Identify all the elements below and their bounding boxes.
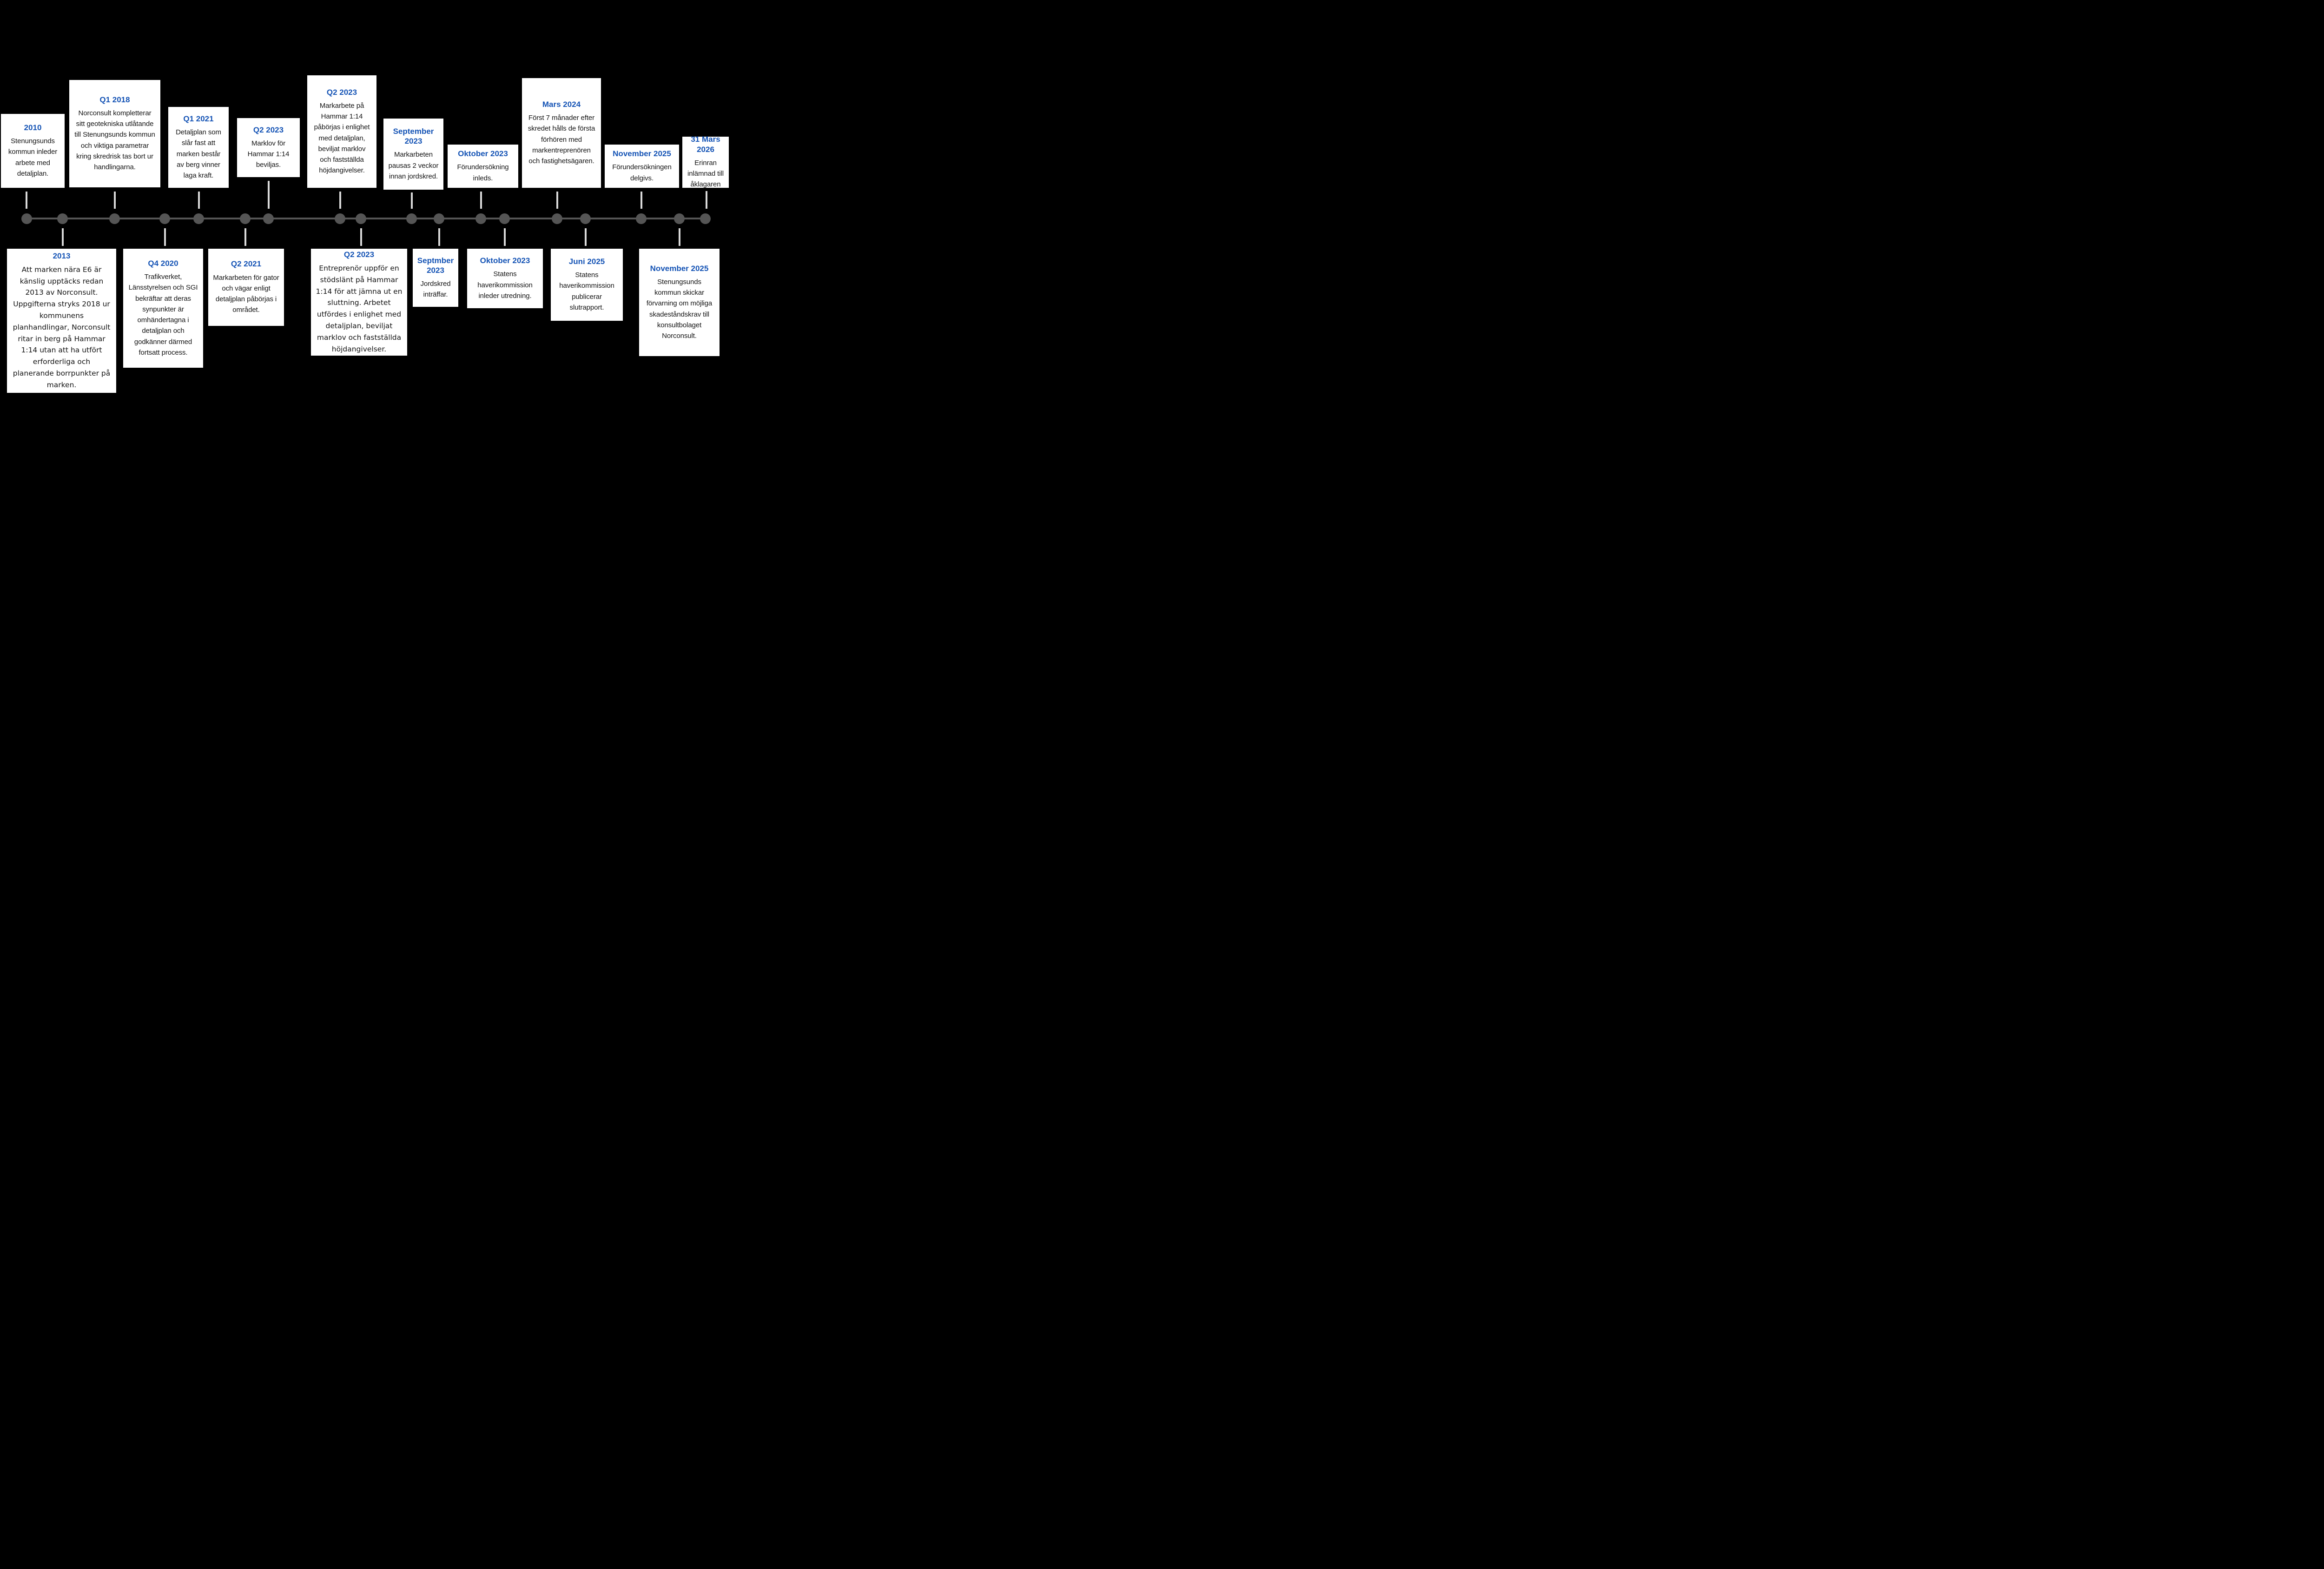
event-box-q1-2018: Q1 2018 Norconsult kompletterar sitt geo… bbox=[69, 80, 160, 187]
connector-line bbox=[339, 192, 341, 209]
event-date: 2013 bbox=[53, 251, 71, 260]
timeline-dot bbox=[552, 213, 562, 224]
event-box-q2-2023-entreprenor: Q2 2023 Entreprenör uppför en stödslänt … bbox=[311, 249, 407, 356]
timeline-dot bbox=[240, 213, 251, 224]
event-box-2013: 2013 Att marken nära E6 är känslig upptä… bbox=[7, 249, 116, 393]
event-text: Markarbeten pausas 2 veckor innan jordsk… bbox=[388, 151, 439, 180]
timeline-dot bbox=[263, 213, 274, 224]
event-date: Mars 2024 bbox=[542, 99, 581, 109]
connector-line bbox=[114, 192, 116, 209]
event-box-oktober-2023-below: Oktober 2023 Statens haverikommission in… bbox=[467, 249, 543, 308]
event-text: Förundersökning inleds. bbox=[457, 163, 509, 182]
event-date: Q2 2023 bbox=[343, 250, 375, 259]
event-text: Förundersökningen delgivs. bbox=[612, 163, 672, 182]
event-text: Trafikverket, Länsstyrelsen och SGI bekr… bbox=[128, 273, 198, 357]
connector-line bbox=[411, 192, 413, 209]
timeline-dot bbox=[434, 213, 444, 224]
event-box-q2-2023-marklov: Q2 2023 Marklov för Hammar 1:14 beviljas… bbox=[237, 118, 300, 177]
timeline-dot bbox=[580, 213, 591, 224]
connector-line bbox=[244, 228, 246, 246]
connector-line bbox=[360, 228, 362, 246]
event-text: Detaljplan som slår fast att marken best… bbox=[176, 128, 221, 179]
timeline-dot bbox=[356, 213, 366, 224]
event-text: Jordskred inträffar. bbox=[420, 280, 451, 299]
event-date: Oktober 2023 bbox=[458, 149, 508, 159]
event-date: Q2 2021 bbox=[231, 259, 262, 269]
event-date: Septmber 2023 bbox=[417, 256, 454, 275]
event-box-q1-2021: Q1 2021 Detaljplan som slår fast att mar… bbox=[168, 107, 229, 188]
event-text: Markarbeten för gator och vägar enligt d… bbox=[213, 273, 279, 314]
event-box-september-2023: September 2023 Markarbeten pausas 2 veck… bbox=[383, 119, 443, 190]
timeline-dot bbox=[499, 213, 510, 224]
event-date: 2010 bbox=[24, 123, 42, 132]
event-date: September 2023 bbox=[393, 126, 434, 146]
connector-line bbox=[164, 228, 166, 246]
connector-line bbox=[706, 191, 707, 209]
connector-line bbox=[268, 181, 270, 209]
event-box-q2-2021: Q2 2021 Markarbeten för gator och vägar … bbox=[208, 249, 284, 326]
connector-line bbox=[438, 228, 440, 246]
connector-line bbox=[504, 228, 506, 246]
connector-line bbox=[26, 192, 27, 209]
event-date: Q4 2020 bbox=[148, 258, 178, 268]
timeline-axis bbox=[27, 218, 706, 219]
event-date: November 2025 bbox=[613, 149, 671, 159]
event-box-juni-2025: Juni 2025 Statens haverikommission publi… bbox=[551, 249, 623, 321]
event-box-2010: 2010 Stenungsunds kommun inleder arbete … bbox=[1, 114, 65, 188]
timeline-dot bbox=[674, 213, 685, 224]
timeline-dot bbox=[406, 213, 417, 224]
connector-line bbox=[480, 192, 482, 209]
event-text: Norconsult kompletterar sitt geotekniska… bbox=[74, 109, 155, 172]
event-date: Juni 2025 bbox=[568, 257, 605, 266]
event-date: November 2025 bbox=[650, 264, 709, 273]
timeline-dot bbox=[193, 213, 204, 224]
connector-line bbox=[679, 228, 680, 246]
event-text: Statens haverikommission inleder utredni… bbox=[477, 270, 533, 300]
event-text: Stenungsunds kommun skickar förvarning o… bbox=[646, 278, 713, 340]
event-text: Stenungsunds kommun inleder arbete med d… bbox=[8, 137, 58, 178]
event-text: Att marken nära E6 är känslig upptäcks r… bbox=[13, 265, 111, 389]
timeline-dot bbox=[700, 213, 711, 224]
event-date: Oktober 2023 bbox=[480, 256, 530, 265]
timeline-dot bbox=[636, 213, 647, 224]
connector-line bbox=[62, 228, 64, 246]
event-date: Q2 2023 bbox=[326, 87, 357, 97]
connector-line bbox=[585, 228, 587, 246]
event-box-oktober-2023-above: Oktober 2023 Förundersökning inleds. bbox=[448, 145, 518, 188]
timeline-dot bbox=[475, 213, 486, 224]
event-text: Erinran inlämnad till åklagaren bbox=[687, 159, 724, 189]
timeline-dot bbox=[21, 213, 32, 224]
connector-line bbox=[198, 192, 200, 209]
connector-line bbox=[640, 192, 642, 209]
event-box-november-2025-below: November 2025 Stenungsunds kommun skicka… bbox=[639, 249, 720, 356]
event-date: 31 Mars 2026 bbox=[691, 135, 720, 154]
event-text: Entreprenör uppför en stödslänt på Hamma… bbox=[316, 264, 403, 353]
event-box-septmber-2023: Septmber 2023 Jordskred inträffar. bbox=[413, 249, 458, 307]
timeline-dot bbox=[57, 213, 68, 224]
event-date: Q2 2023 bbox=[253, 125, 284, 134]
event-text: Markarbete på Hammar 1:14 påbörjas i enl… bbox=[314, 101, 370, 175]
event-box-mars-2024: Mars 2024 Först 7 månader efter skredet … bbox=[522, 78, 601, 188]
timeline-dot bbox=[335, 213, 345, 224]
event-text: Marklov för Hammar 1:14 beviljas. bbox=[247, 139, 290, 169]
event-text: Statens haverikommission publicerar slut… bbox=[559, 271, 614, 311]
event-box-november-2025-above: November 2025 Förundersökningen delgivs. bbox=[605, 145, 679, 188]
timeline-dot bbox=[109, 213, 120, 224]
event-date: Q1 2021 bbox=[183, 114, 214, 123]
timeline-canvas: 2010 Stenungsunds kommun inleder arbete … bbox=[0, 0, 729, 410]
timeline-dot bbox=[159, 213, 170, 224]
connector-line bbox=[556, 192, 558, 209]
event-box-q4-2020: Q4 2020 Trafikverket, Länsstyrelsen och … bbox=[123, 249, 203, 368]
event-box-q2-2023-markarbete: Q2 2023 Markarbete på Hammar 1:14 påbörj… bbox=[307, 75, 376, 188]
event-box-31-mars-2026: 31 Mars 2026 Erinran inlämnad till åklag… bbox=[682, 135, 729, 189]
event-text: Först 7 månader efter skredet hålls de f… bbox=[528, 114, 595, 165]
event-date: Q1 2018 bbox=[99, 95, 130, 104]
